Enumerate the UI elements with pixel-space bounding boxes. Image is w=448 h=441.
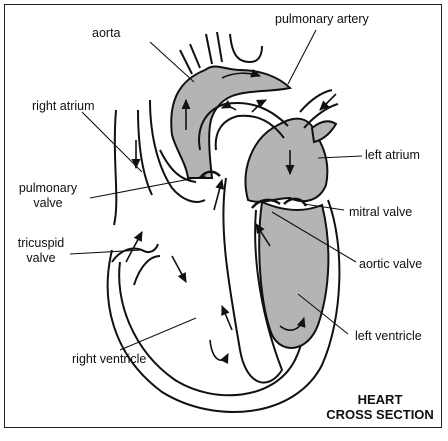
mitral-valve-label: mitral valve: [349, 205, 412, 220]
mitral-valve-cusps: [252, 199, 306, 208]
left-ventricle-label: left ventricle: [355, 329, 422, 344]
flow-arrow-right-atrium: [214, 180, 222, 210]
leader-right-atrium: [82, 112, 142, 172]
pulmonary-valve-label: pulmonary valve: [18, 181, 78, 211]
pulmonary-valve-label-line2: valve: [18, 196, 78, 211]
aorta-label: aorta: [92, 26, 121, 41]
aortic-arch-branch-1: [180, 44, 200, 74]
aortic-arch-branch-3: [230, 34, 262, 62]
flow-arrow-pulmonary-left: [222, 107, 236, 110]
diagram-title-line1: HEART: [320, 392, 440, 407]
diagram-title: HEART CROSS SECTION: [320, 392, 440, 422]
pulmonary-artery-label: pulmonary artery: [275, 12, 369, 27]
left-atrium-label: left atrium: [365, 148, 420, 163]
pulmonary-valve-label-line1: pulmonary: [18, 181, 78, 196]
flow-arrow-tricuspid: [126, 232, 142, 262]
tricuspid-valve-label-line2: valve: [14, 251, 68, 266]
right-atrium-label: right atrium: [32, 99, 95, 114]
leader-pulmonary-artery: [288, 30, 316, 84]
leader-right-ventricle: [120, 318, 196, 350]
left-ventricle-chamber: [259, 202, 328, 348]
flow-arrow-right-ventricle-up: [222, 306, 232, 330]
leader-aorta: [150, 42, 194, 82]
superior-vena-cava: [114, 110, 152, 225]
right-ventricle-label: right ventricle: [72, 352, 146, 367]
diagram-title-line2: CROSS SECTION: [320, 407, 440, 422]
aortic-arch-branch-2: [206, 32, 222, 64]
tricuspid-valve-label-line1: tricuspid: [14, 236, 68, 251]
aortic-valve-label: aortic valve: [359, 257, 422, 272]
flow-arrow-right-ventricle-down: [172, 256, 186, 282]
leader-pulmonary-valve: [90, 176, 206, 198]
pulmonary-vein-right: [312, 121, 336, 142]
tricuspid-valve-label: tricuspid valve: [14, 236, 68, 266]
flow-arrow-rv-apex: [210, 340, 228, 360]
